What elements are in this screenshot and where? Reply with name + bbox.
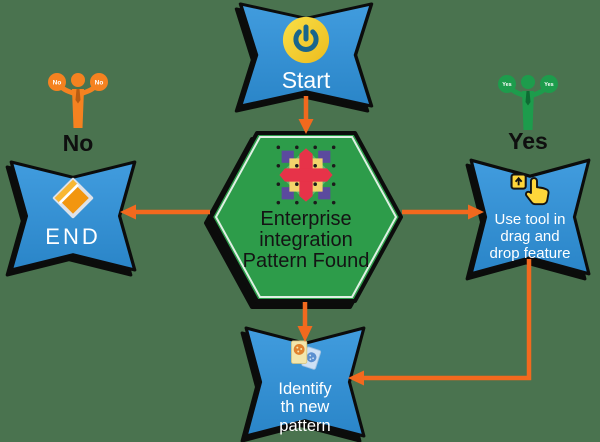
diamond-tag-icon [51, 176, 95, 220]
pattern-cards-icon [287, 339, 323, 377]
yes-branch-label: Yes [508, 128, 548, 154]
start-node: Start [237, 2, 375, 108]
use-tool-text: Use tool in drag and drop feature [489, 211, 571, 262]
hexagon-shape [209, 131, 403, 303]
star-badge-shape [469, 158, 591, 276]
decision-line-3: Pattern Found [242, 249, 370, 272]
decision-line-2: integration [259, 228, 353, 251]
integration-pattern-icon [275, 144, 337, 206]
yes-person-icon: Yes Yes [498, 75, 558, 130]
yes-hand-left-label: Yes [502, 82, 511, 88]
use-tool-node: Use tool in drag and drop feature [468, 158, 592, 276]
use-tool-line-2: drag and [500, 227, 560, 245]
identify-line-1: Identify [278, 380, 332, 398]
decision-line-1: Enterprise [260, 208, 352, 230]
identify-line-3: pattern [279, 416, 331, 435]
identify-node: Identify th new pattern [243, 326, 367, 438]
use-tool-line-3: drop feature [489, 244, 571, 262]
no-hand-left-label: No [53, 80, 62, 87]
drag-drop-hand-icon [510, 173, 550, 209]
no-person-icon: No No [48, 73, 108, 128]
end-node: END [8, 160, 138, 272]
identify-line-2: th new [280, 398, 330, 417]
star-badge-shape [244, 326, 366, 438]
use-tool-line-1: Use tool in [494, 211, 566, 228]
decision-node-hexagon: Enterprise integration Pattern Found [208, 130, 404, 304]
no-hand-right-label: No [95, 80, 104, 87]
no-branch-label: No [62, 130, 94, 156]
power-icon [281, 15, 331, 65]
decision-text: Enterprise integration Pattern Found [243, 209, 370, 271]
end-label: END [45, 224, 101, 249]
start-label: Start [281, 67, 331, 93]
identify-text: Identify th new pattern [278, 380, 331, 435]
yes-hand-right-label: Yes [544, 82, 553, 88]
